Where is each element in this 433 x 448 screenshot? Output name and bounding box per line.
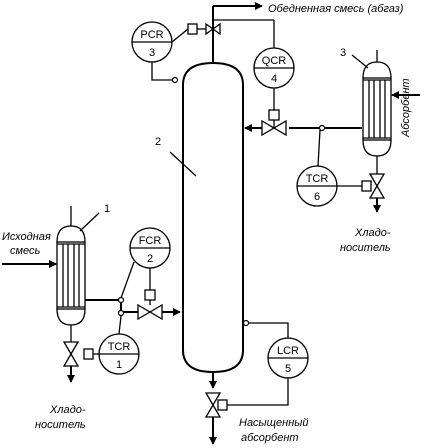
left-coolant-label-2: носитель (35, 419, 86, 431)
svg-text:6: 6 (314, 191, 320, 203)
svg-text:LCR: LCR (277, 345, 299, 357)
rich-absorbent-label-1: Насыщенный (239, 417, 308, 429)
svg-text:4: 4 (271, 73, 277, 85)
right-coolant-label-1: Хладо- (354, 227, 391, 239)
tcr6-actuator (361, 180, 372, 192)
right-coolant-valve (368, 173, 386, 199)
right-cooler (362, 61, 392, 157)
right-coolant-label-2: носитель (340, 242, 391, 254)
left-cooler (56, 225, 86, 326)
cooled-feed-line (85, 299, 140, 313)
tcr1-tap-line (118, 315, 122, 335)
svg-text:QCR: QCR (262, 55, 287, 67)
left-cooler-leader-line (79, 212, 100, 232)
fcr-controller: FCR 2 (129, 227, 171, 269)
svg-text:1: 1 (116, 359, 122, 371)
svg-text:5: 5 (285, 363, 291, 375)
fcr-tap-line (120, 261, 135, 299)
absorbent-control-valve (261, 119, 287, 137)
pcr-controller: PCR 3 (131, 21, 173, 63)
svg-text:3: 3 (149, 47, 155, 59)
left-coolant-label-1: Хладо- (49, 404, 86, 416)
svg-text:2: 2 (147, 253, 153, 265)
lcr-signal-line (227, 378, 289, 406)
left-coolant-valve (62, 341, 80, 367)
feed-control-valve (137, 303, 163, 321)
pcr-signal-line (171, 28, 189, 43)
lcr-actuator (217, 399, 228, 411)
lcr-tap-point (242, 319, 250, 327)
feed-label-2: смесь (10, 245, 41, 257)
pcr-tap-point (171, 76, 179, 84)
fcr-tap-point (117, 296, 125, 304)
right-cooler-number: 3 (340, 47, 346, 59)
absorption-column (182, 61, 244, 374)
qcr-actuator (268, 109, 280, 121)
tcr6-tap-point (318, 124, 326, 132)
rich-absorbent-label-2: абсорбент (241, 432, 299, 444)
feed-label-1: Исходная (2, 231, 51, 243)
left-cooler-number: 1 (104, 203, 110, 215)
tcr6-controller: TCR 6 (296, 165, 338, 207)
tcr1-tap-point (117, 309, 125, 317)
fcr-actuator (144, 289, 156, 301)
svg-text:TCR: TCR (306, 173, 329, 185)
right-cooler-leader-line (351, 54, 369, 69)
column-leader-line (169, 151, 197, 177)
lcr-controller: LCR 5 (267, 337, 309, 379)
bottom-control-valve (204, 392, 222, 418)
svg-text:PCR: PCR (140, 29, 163, 41)
top-control-valve (187, 22, 221, 36)
off-gas-label: Обедненная смесь (абгаз) (268, 3, 404, 15)
qcr-controller: QCR 4 (253, 47, 295, 89)
tcr1-controller: TCR 1 (98, 333, 140, 375)
column-number: 2 (155, 136, 161, 148)
svg-text:FCR: FCR (139, 235, 162, 247)
svg-text:TCR: TCR (108, 341, 131, 353)
pcr-tap-line (151, 62, 173, 81)
tcr1-actuator (83, 348, 94, 360)
absorbent-label: Абсорбент (400, 78, 412, 138)
lcr-tap-line (248, 322, 289, 338)
tcr6-tap-line (317, 129, 321, 167)
